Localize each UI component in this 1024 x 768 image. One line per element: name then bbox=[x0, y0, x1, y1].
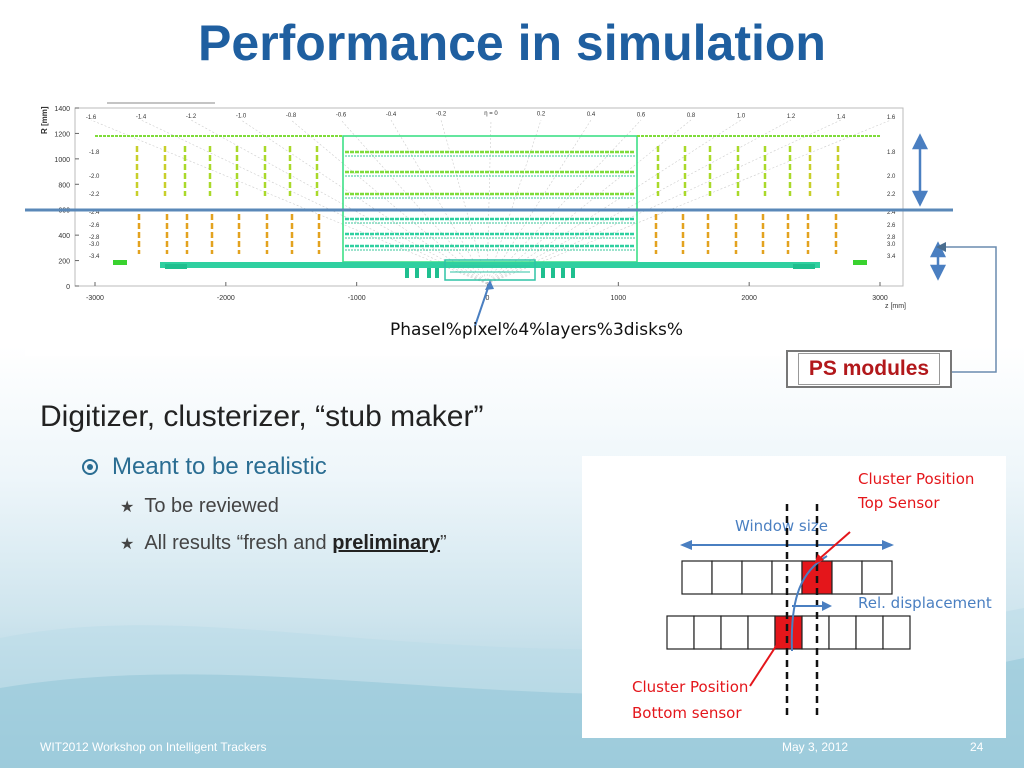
eta-label: 0.2 bbox=[537, 112, 546, 118]
simulation-layout-plot: R [mm] z [mm] 1400120010008006004002000 … bbox=[25, 94, 953, 356]
eta-label: -1.6 bbox=[86, 115, 97, 121]
y-tick-label: 400 bbox=[58, 233, 70, 240]
eta-label-right: 2.6 bbox=[887, 223, 896, 229]
x-axis-label: z [mm] bbox=[885, 303, 906, 310]
bottom-sensor-strip bbox=[747, 615, 776, 650]
top-cluster-label-2: Top Sensor bbox=[857, 494, 940, 512]
eta-label-left: -3.4 bbox=[89, 254, 100, 260]
eta-label-left: -2.6 bbox=[89, 223, 100, 229]
eta-label-right: 3.4 bbox=[887, 254, 896, 260]
footer-workshop: WIT2012 Workshop on Intelligent Trackers bbox=[40, 740, 267, 754]
eta-label: 0.4 bbox=[587, 112, 596, 118]
top-cluster-label-1: Cluster Position bbox=[858, 470, 974, 488]
circle-bullet-icon bbox=[82, 459, 98, 475]
rel-displacement-label: Rel. displacement bbox=[858, 594, 992, 612]
bullet-level3-b: ★ All results “fresh and preliminary” bbox=[120, 532, 447, 555]
eta-label-left: -1.8 bbox=[89, 150, 100, 156]
star-bullet-icon: ★ bbox=[120, 499, 135, 516]
x-tick-label: -1000 bbox=[348, 295, 366, 302]
eta-label: -0.2 bbox=[436, 112, 447, 118]
bottom-cluster-label-2: Bottom sensor bbox=[632, 704, 742, 722]
slide-title: Performance in simulation bbox=[198, 15, 826, 71]
x-tick-label: -3000 bbox=[86, 295, 104, 302]
bullet-level3-a-text: To be reviewed bbox=[144, 495, 279, 517]
bottom-sensor-strip bbox=[693, 615, 722, 650]
cluster-diagram: Cluster Position Top Sensor Window size … bbox=[582, 456, 1006, 738]
eta-label-right: 2.0 bbox=[887, 174, 896, 180]
y-tick-label: 800 bbox=[58, 182, 70, 189]
bottom-sensor-strip bbox=[720, 615, 749, 650]
simulation-caption: PhaseI%pixel%4%layers%3disks% bbox=[390, 320, 683, 340]
x-tick-label: 2000 bbox=[741, 295, 757, 302]
eta-label: η = 0 bbox=[484, 111, 498, 117]
bullet-level3-a: ★ To be reviewed bbox=[120, 495, 279, 518]
window-size-label: Window size bbox=[735, 517, 828, 535]
eta-label-right: 2.4 bbox=[887, 210, 896, 216]
eta-label: 1.2 bbox=[787, 114, 796, 120]
y-tick-label: 1400 bbox=[54, 106, 70, 113]
x-tick-label: -2000 bbox=[217, 295, 235, 302]
top-sensor-strip bbox=[831, 560, 863, 595]
bottom-sensor-strip bbox=[666, 615, 695, 650]
x-tick-label: 1000 bbox=[611, 295, 627, 302]
top-sensor-strip bbox=[861, 560, 893, 595]
x-tick-label: 3000 bbox=[872, 295, 888, 302]
bullet-level2-text: Meant to be realistic bbox=[112, 453, 327, 480]
y-tick-label: 0 bbox=[66, 284, 70, 291]
eta-label-left: -2.8 bbox=[89, 235, 100, 241]
eta-label-left: -2.0 bbox=[89, 174, 100, 180]
bullet-level2: Meant to be realistic bbox=[82, 453, 327, 481]
eta-label: 0.8 bbox=[687, 113, 696, 119]
y-tick-label: 1000 bbox=[54, 157, 70, 164]
bottom-sensor-strip bbox=[882, 615, 911, 650]
bullet-level3-b-suffix: ” bbox=[440, 532, 447, 554]
eta-label: 1.4 bbox=[837, 115, 846, 121]
eta-label: -0.8 bbox=[286, 113, 297, 119]
eta-label: -1.0 bbox=[236, 114, 247, 120]
eta-label-right: 3.0 bbox=[887, 242, 896, 248]
bullet-level3-b-prefix: All results “fresh and bbox=[144, 532, 333, 554]
x-tick-label: 0 bbox=[486, 295, 490, 302]
eta-label-left: -2.2 bbox=[89, 192, 100, 198]
eta-label-right: 2.8 bbox=[887, 235, 896, 241]
eta-label: -1.2 bbox=[186, 114, 197, 120]
bullet-level3-b-bold: preliminary bbox=[332, 532, 441, 554]
y-axis-label: R [mm] bbox=[40, 106, 49, 134]
bottom-sensor-strip bbox=[828, 615, 857, 650]
footer-page-number: 24 bbox=[970, 740, 984, 754]
star-bullet-icon: ★ bbox=[120, 536, 135, 553]
eta-label-right: 2.2 bbox=[887, 192, 896, 198]
footer-date: May 3, 2012 bbox=[782, 740, 849, 754]
eta-label: -0.6 bbox=[336, 113, 347, 119]
y-tick-label: 200 bbox=[58, 259, 70, 266]
bullet-level1: Digitizer, clusterizer, “stub maker” bbox=[40, 400, 484, 433]
ps-modules-box: PS modules bbox=[786, 350, 952, 388]
y-tick-label: 1200 bbox=[54, 131, 70, 138]
eta-label: -0.4 bbox=[386, 112, 397, 118]
eta-label: 1.0 bbox=[737, 114, 746, 120]
eta-label: 0.6 bbox=[637, 113, 646, 119]
top-sensor-strip bbox=[741, 560, 773, 595]
eta-label: -1.4 bbox=[136, 115, 147, 121]
top-sensor-strip bbox=[681, 560, 713, 595]
ps-modules-label: PS modules bbox=[797, 353, 941, 385]
eta-label-left: -3.0 bbox=[89, 242, 100, 248]
bottom-sensor-strip bbox=[801, 615, 830, 650]
top-sensor-strip bbox=[711, 560, 743, 595]
bottom-cluster-label-1: Cluster Position bbox=[632, 678, 748, 696]
eta-label-left: -2.4 bbox=[89, 210, 100, 216]
bottom-sensor-strip bbox=[855, 615, 884, 650]
eta-label: 1.6 bbox=[887, 115, 896, 121]
eta-label-right: 1.8 bbox=[887, 150, 896, 156]
